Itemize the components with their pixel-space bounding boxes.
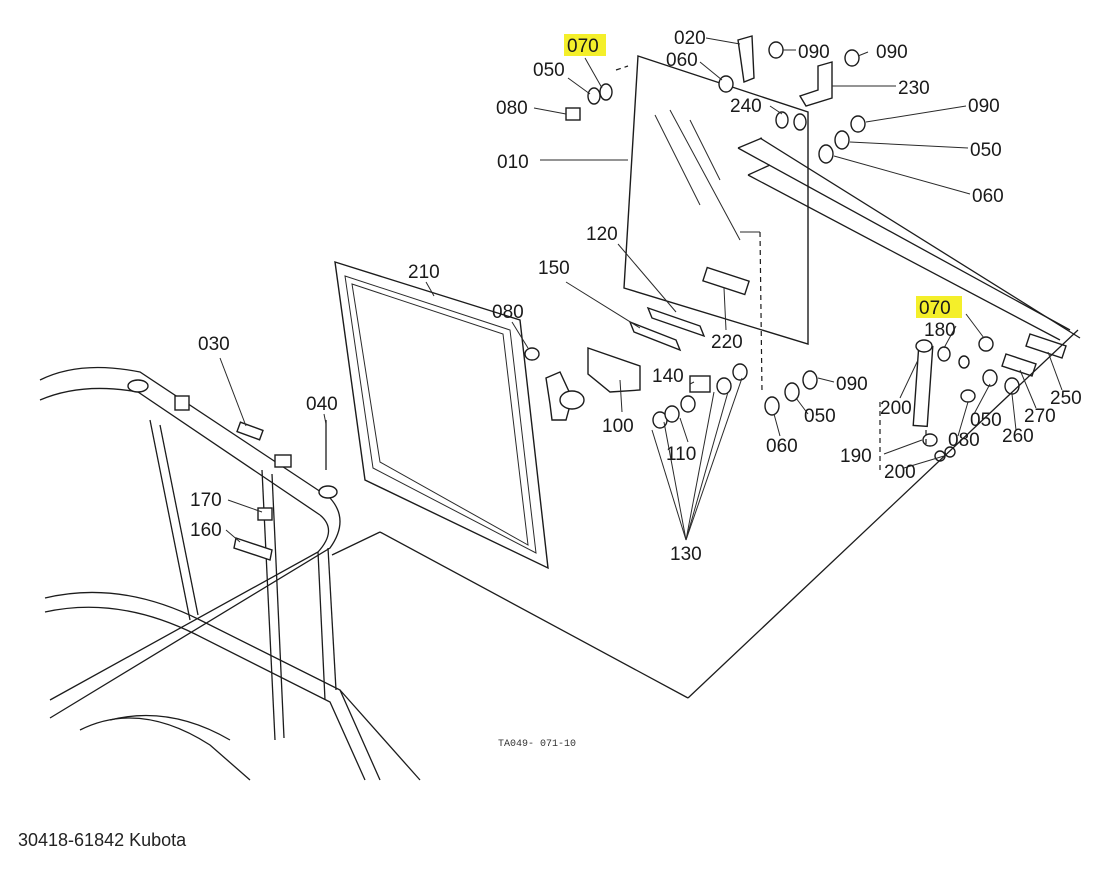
hardware [233,35,1067,561]
parts-diagram: 070 050 080 010 020 060 090 090 230 240 … [39,28,1082,781]
callout-060-mid: 060 [766,436,798,457]
callout-250: 250 [1050,388,1082,409]
callout-090-top2: 090 [876,42,908,63]
callout-070-top: 070 [567,36,599,57]
callout-220: 220 [711,332,743,353]
leader-lines [219,37,1063,543]
callout-060-top: 060 [666,50,698,71]
glass-panel [623,55,809,345]
callout-110: 110 [666,444,696,465]
highlight-070-top [564,34,606,56]
callout-240: 240 [730,96,762,117]
assembly-outline [331,329,1079,699]
dashed-guides [615,65,927,470]
callout-140: 140 [652,366,684,387]
callout-050-top: 050 [533,60,565,81]
callout-200-lower: 200 [884,462,916,483]
callout-090-right: 090 [968,96,1000,117]
highlight-070-right [916,296,962,318]
top-rail [737,137,1081,341]
callout-labels: 070 050 080 010 020 060 090 090 230 240 … [190,28,1082,565]
drawing-code: TA049- 071-10 [498,739,576,750]
callout-160: 160 [190,520,222,541]
callout-050-strut: 050 [970,410,1002,431]
callout-050-mid: 050 [804,406,836,427]
callout-230: 230 [898,78,930,99]
cab-frame [39,366,421,781]
callout-070-right: 070 [919,298,951,319]
seal-frame [334,261,549,570]
callout-190: 190 [840,446,872,467]
callout-270: 270 [1024,406,1056,427]
callout-200-upper: 200 [880,398,912,419]
callout-010: 010 [497,152,529,173]
callout-180: 180 [924,320,956,341]
callout-050-right: 050 [970,140,1002,161]
callout-150: 150 [538,258,570,279]
callout-100: 100 [602,416,634,437]
callout-060-right: 060 [972,186,1004,207]
callout-080-mid: 080 [492,302,524,323]
callout-210: 210 [408,262,440,283]
callout-030: 030 [198,334,230,355]
callout-090-mid: 090 [836,374,868,395]
callout-090-top1: 090 [798,42,830,63]
callout-170: 170 [190,490,222,511]
callout-120: 120 [586,224,618,245]
callout-260: 260 [1002,426,1034,447]
callout-080-top: 080 [496,98,528,119]
caption: 30418-61842 Kubota [18,830,187,850]
callout-080-strut: 080 [948,430,980,451]
callout-130: 130 [670,544,702,565]
callout-040: 040 [306,394,338,415]
callout-020: 020 [674,28,706,49]
